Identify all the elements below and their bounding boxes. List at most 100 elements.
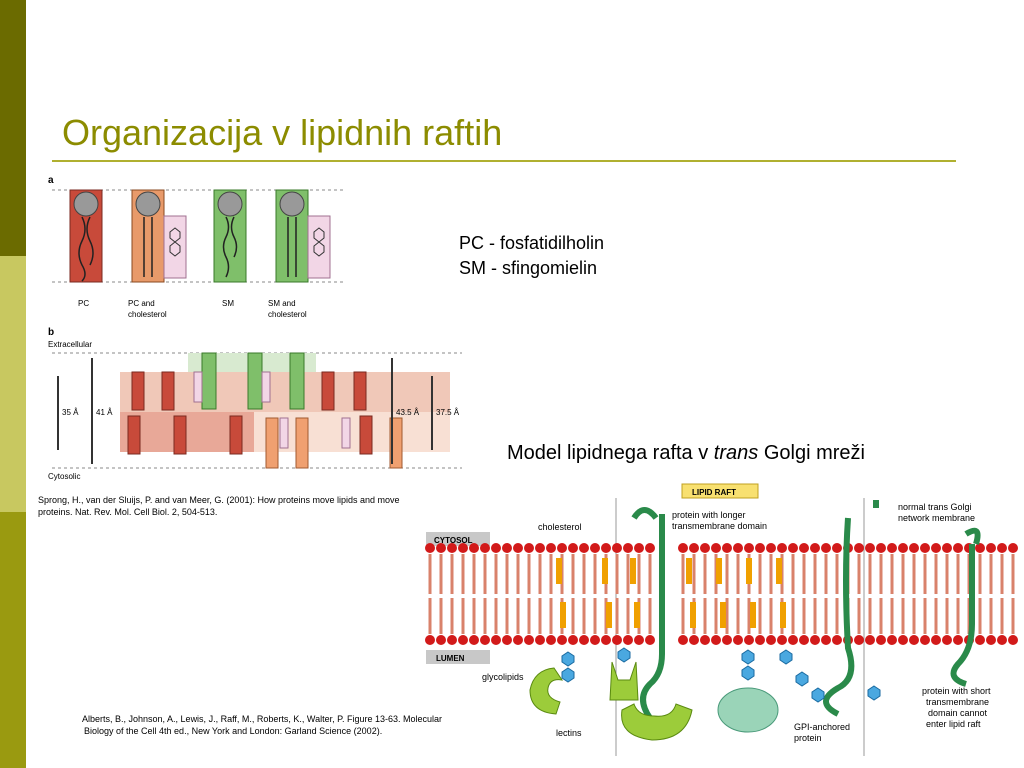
lipid-head: [568, 635, 578, 645]
lipid-head: [744, 543, 754, 553]
lipid-structure-figure: a PC PC and cholesterol SM SM and choles…: [48, 175, 462, 481]
lipid-head: [909, 635, 919, 645]
protein-short-4: enter lipid raft: [926, 719, 981, 729]
cholesterol-molecule: [776, 558, 782, 584]
lipid-head: [854, 543, 864, 553]
lipid-head: [557, 543, 567, 553]
caption-suffix: Golgi mreži: [758, 442, 865, 464]
lipid-head: [436, 543, 446, 553]
dim-35: 35 Å: [62, 408, 79, 417]
cholesterol-molecule: [602, 558, 608, 584]
lipid-head: [953, 635, 963, 645]
lipid-head: [788, 543, 798, 553]
label-sm-chol-2: cholesterol: [268, 310, 307, 319]
citation-alberts-line2: Biology of the Cell 4th ed., New York an…: [84, 726, 383, 736]
lipid-head: [678, 543, 688, 553]
lipid-head: [898, 635, 908, 645]
lipid-head: [678, 635, 688, 645]
lipid-head: [766, 635, 776, 645]
lipid-head: [601, 543, 611, 553]
lipid-head: [986, 543, 996, 553]
lipid-head: [975, 635, 985, 645]
lipid-head: [942, 543, 952, 553]
lipid-head: [832, 635, 842, 645]
lipid-head: [975, 543, 985, 553]
caption-prefix: Model lipidnega rafta v: [507, 442, 714, 464]
cytosolic-label: Cytosolic: [48, 472, 80, 481]
cholesterol-molecule: [556, 558, 562, 584]
label-pc: PC: [78, 299, 89, 308]
lipid-head: [590, 635, 600, 645]
lipid-head: [733, 543, 743, 553]
lipid-head: [931, 635, 941, 645]
lipid-head: [755, 543, 765, 553]
lipid-head: [733, 635, 743, 645]
lipid-head: [909, 543, 919, 553]
lipid-head: [557, 635, 567, 645]
lipid-head: [535, 635, 545, 645]
lipid-head: [480, 635, 490, 645]
gpi-label-2: protein: [794, 733, 822, 743]
lectins-label: lectins: [556, 728, 582, 738]
lipid-head: [513, 543, 523, 553]
lipid-head: [1008, 543, 1018, 553]
lipid-head: [447, 543, 457, 553]
lipid-head: [722, 543, 732, 553]
lipid-head: [491, 543, 501, 553]
lipid-head: [458, 635, 468, 645]
normal-trans-2: network membrane: [898, 513, 975, 523]
panel-b-label: b: [48, 327, 54, 338]
lipid-head: [799, 543, 809, 553]
lipid-head: [711, 543, 721, 553]
lipid-raft-label: LIPID RAFT: [692, 488, 736, 497]
lipid-head: [502, 635, 512, 645]
pc-cholesterol-lipid: [131, 189, 187, 283]
short-tm-protein: [950, 527, 981, 687]
cholesterol-molecule: [690, 602, 696, 628]
lipid-head: [711, 635, 721, 645]
cholesterol-molecule: [634, 602, 640, 628]
protein-longer-2: transmembrane domain: [672, 521, 767, 531]
extracellular-label: Extracellular: [48, 340, 92, 349]
lipid-head: [722, 635, 732, 645]
lipid-head: [502, 543, 512, 553]
accent-bar-middle: [0, 256, 26, 512]
dim-37-5: 37.5 Å: [436, 408, 460, 417]
label-pc-chol-2: cholesterol: [128, 310, 167, 319]
lipid-head: [524, 635, 534, 645]
lipid-head: [590, 543, 600, 553]
lipid-head: [568, 543, 578, 553]
lipid-head: [689, 543, 699, 553]
dim-41: 41 Å: [96, 408, 113, 417]
lipid-head: [876, 543, 886, 553]
label-sm-chol-1: SM and: [268, 299, 296, 308]
citation-alberts: Alberts, B., Johnson, A., Lewis, J., Raf…: [82, 713, 502, 737]
lipid-head: [513, 635, 523, 645]
lipid-head: [810, 635, 820, 645]
lectin-3: [621, 703, 693, 741]
lipid-head: [810, 543, 820, 553]
glycolipids-label: glycolipids: [482, 672, 524, 682]
definition-pc: PC - fosfatidilholin: [459, 233, 605, 253]
lipid-head: [942, 635, 952, 645]
lectin-2: [609, 661, 639, 701]
gpi-label-1: GPI-anchored: [794, 722, 850, 732]
label-sm: SM: [222, 299, 234, 308]
lipid-head: [865, 543, 875, 553]
panel-a-label: a: [48, 175, 54, 186]
sm-cholesterol-lipid: [275, 189, 331, 283]
lipid-head: [623, 635, 633, 645]
lipid-head: [777, 635, 787, 645]
cholesterol-molecule: [716, 558, 722, 584]
cholesterol-molecule: [720, 602, 726, 628]
slide-title: Organizacija v lipidnih raftih: [62, 112, 503, 153]
lipid-head: [689, 635, 699, 645]
cholesterol-molecule: [630, 558, 636, 584]
raft-model-caption: Model lipidnega rafta v trans Golgi mrež…: [507, 442, 865, 465]
cholesterol-molecule: [750, 602, 756, 628]
lipid-head: [865, 635, 875, 645]
lipid-head: [436, 635, 446, 645]
lipid-head: [546, 635, 556, 645]
lipid-head: [601, 635, 611, 645]
cholesterol-molecule: [606, 602, 612, 628]
